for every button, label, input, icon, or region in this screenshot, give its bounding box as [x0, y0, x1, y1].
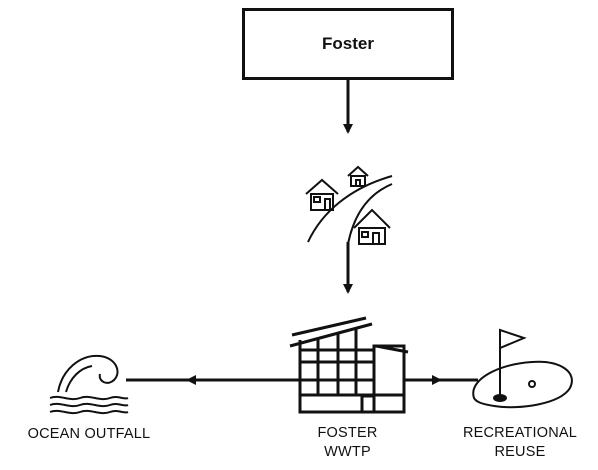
source-foster-box: Foster [242, 8, 454, 80]
house-icon-small [347, 165, 369, 187]
golf-green-flag-icon [472, 328, 573, 409]
houses-along-road-icon [305, 165, 393, 245]
ocean-wave-icon [49, 354, 129, 415]
treatment-plant-icon [289, 316, 409, 414]
source-label: Foster [322, 34, 374, 53]
ocean-outfall-label: OCEAN OUTFALL [0, 425, 178, 444]
house-icon-right [353, 208, 391, 245]
wwtp-line1: FOSTER [317, 425, 378, 441]
reuse-line2: REUSE [494, 444, 546, 460]
ocean-outfall-text: OCEAN OUTFALL [27, 426, 151, 442]
reuse-line1: RECREATIONAL [462, 425, 578, 441]
foster-wwtp-label: FOSTER WWTP [300, 424, 395, 462]
recreational-reuse-label: RECREATIONAL REUSE [442, 424, 598, 462]
wwtp-line2: WWTP [324, 444, 371, 460]
house-icon-left [305, 178, 339, 211]
